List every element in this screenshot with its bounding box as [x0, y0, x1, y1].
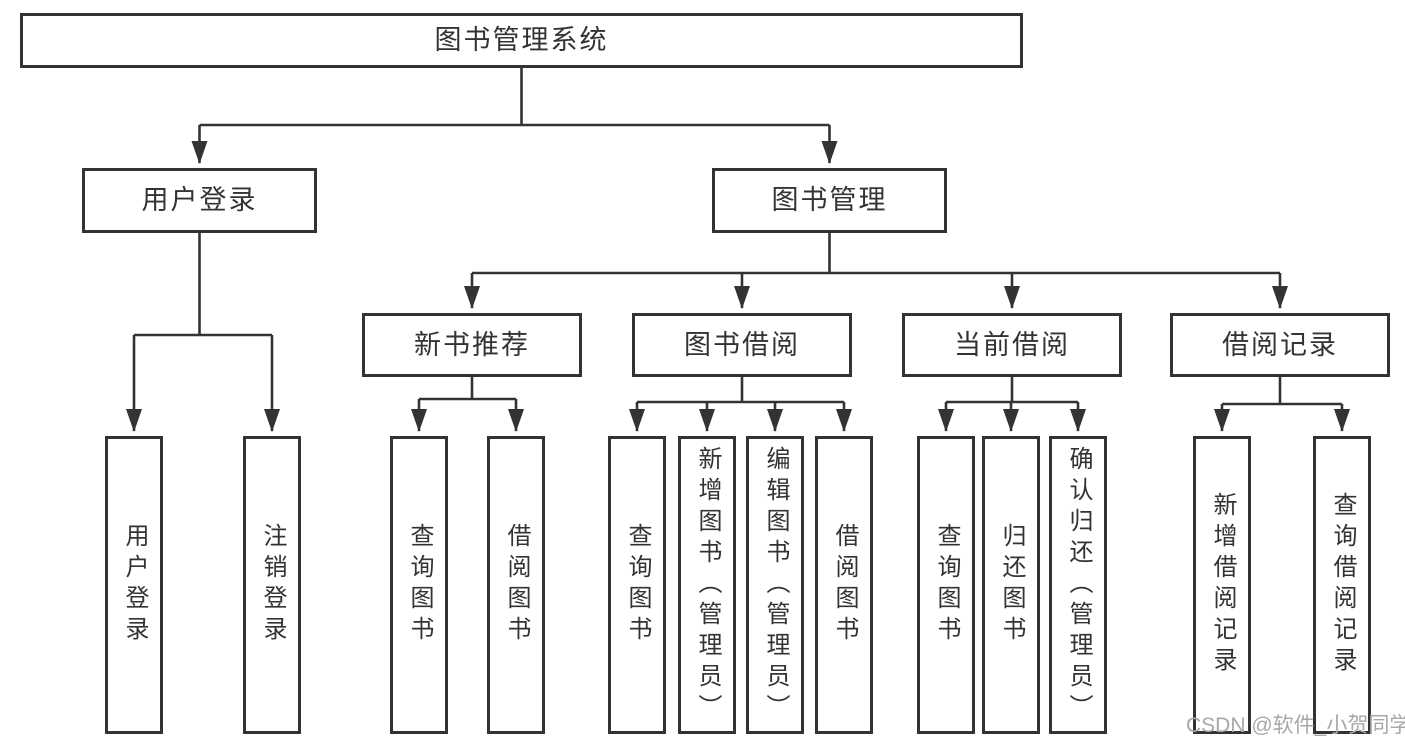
connector-book-management: [464, 233, 1288, 309]
leaf-edit-book-admin: 编辑图书（管理员）: [746, 436, 804, 734]
leaf-confirm-return-admin: 确认归还（管理员）: [1049, 436, 1107, 734]
leaf-label: 查询图书: [406, 523, 433, 647]
leaf-label: 借阅图书: [503, 523, 530, 647]
node-label: 新书推荐: [414, 329, 530, 360]
leaf-label: 查询图书: [624, 523, 651, 647]
leaf-label: 借阅图书: [831, 523, 858, 647]
node-borrow-records: 借阅记录: [1170, 313, 1390, 377]
leaf-query-borrow-record: 查询借阅记录: [1313, 436, 1371, 734]
node-system-root: 图书管理系统: [20, 13, 1023, 68]
leaf-label: 确认归还（管理员）: [1065, 445, 1092, 725]
leaf-add-borrow-record: 新增借阅记录: [1193, 436, 1251, 734]
node-current-borrow: 当前借阅: [902, 313, 1122, 377]
leaf-return-book: 归还图书: [982, 436, 1040, 734]
node-label: 图书借阅: [684, 329, 800, 360]
node-book-borrow: 图书借阅: [632, 313, 852, 377]
connector-root: [191, 68, 838, 164]
leaf-label: 新增借阅记录: [1209, 492, 1236, 678]
leaf-label: 编辑图书（管理员）: [762, 445, 789, 725]
leaf-query-books-recommend: 查询图书: [390, 436, 448, 734]
leaf-add-book-admin: 新增图书（管理员）: [678, 436, 736, 734]
node-label: 借阅记录: [1222, 329, 1338, 360]
leaf-label: 查询借阅记录: [1329, 492, 1356, 678]
connector-new-book-recommend: [411, 377, 524, 432]
node-label: 图书管理系统: [434, 25, 609, 55]
leaf-label: 归还图书: [998, 523, 1025, 647]
leaf-query-books-borrow: 查询图书: [608, 436, 666, 734]
node-label: 当前借阅: [954, 329, 1070, 360]
leaf-label: 查询图书: [933, 523, 960, 647]
leaf-label: 用户登录: [121, 523, 148, 647]
node-user-login: 用户登录: [82, 168, 317, 233]
node-label: 图书管理: [771, 185, 888, 215]
leaf-borrow-books: 借阅图书: [815, 436, 873, 734]
connector-borrow-records: [1214, 377, 1350, 432]
leaf-user-login: 用户登录: [105, 436, 163, 734]
leaf-query-books-current: 查询图书: [917, 436, 975, 734]
leaf-label: 注销登录: [259, 523, 286, 647]
connector-book-borrow: [629, 377, 852, 432]
leaf-borrow-books-recommend: 借阅图书: [487, 436, 545, 734]
connector-user-login: [126, 233, 280, 432]
node-label: 用户登录: [141, 185, 258, 215]
node-new-book-recommend: 新书推荐: [362, 313, 582, 377]
connector-current-borrow: [938, 377, 1086, 432]
leaf-logout: 注销登录: [243, 436, 301, 734]
leaf-label: 新增图书（管理员）: [694, 445, 721, 725]
watermark-text: CSDN @软件_小贺同学: [1186, 714, 1405, 737]
node-book-management: 图书管理: [712, 168, 947, 233]
